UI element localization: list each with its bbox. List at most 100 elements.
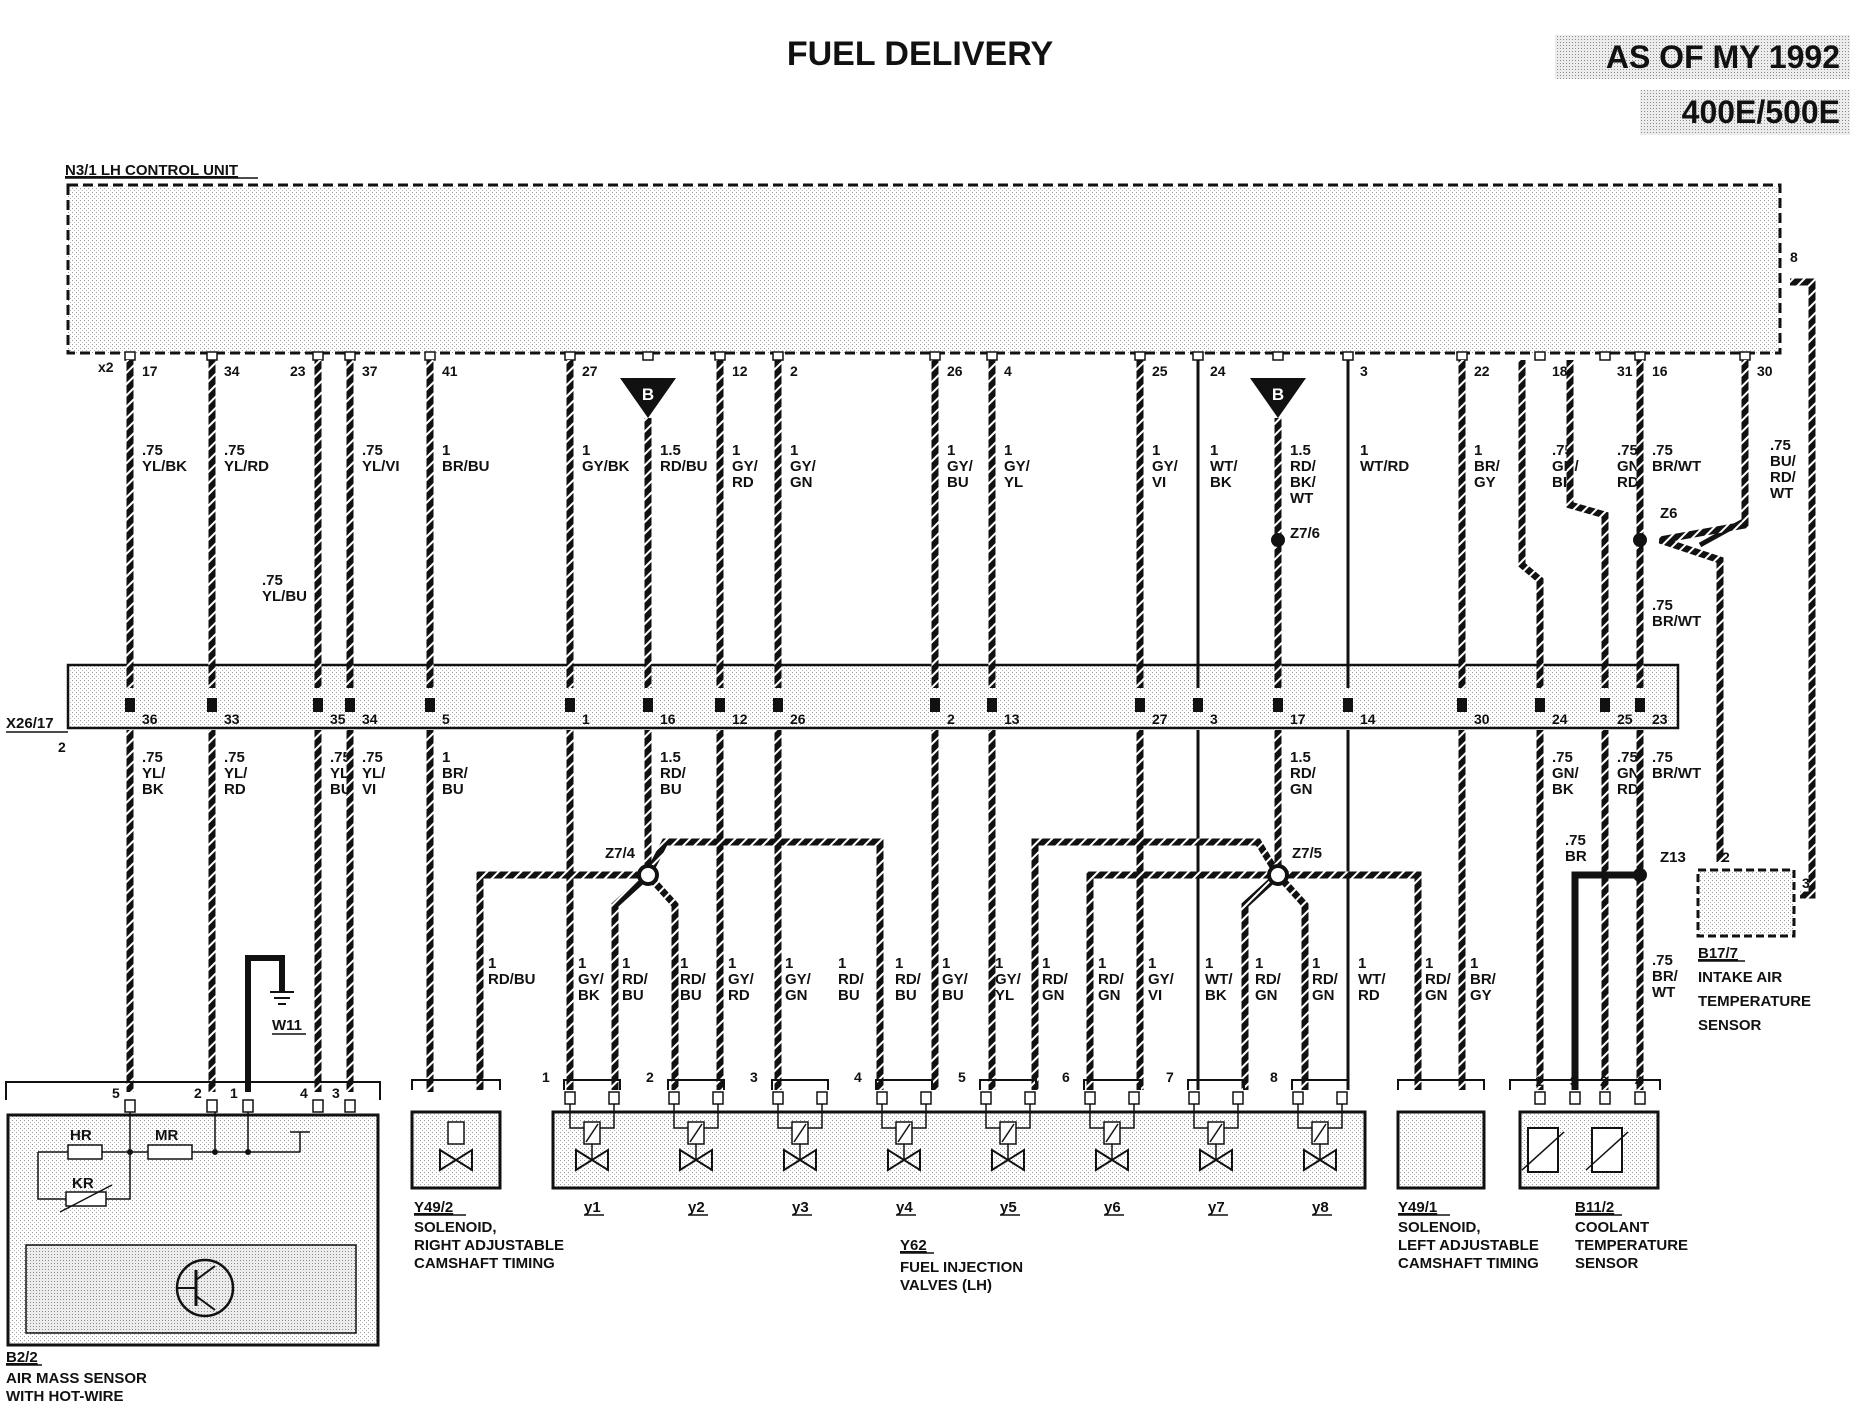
x26-pin: 25 <box>1617 711 1633 727</box>
b2-2-pin-num: 4 <box>300 1085 308 1101</box>
component-b17-7: 2 3 B17/7 INTAKE AIR TEMPERATURE SENSOR <box>1696 849 1811 1034</box>
x26-sub: 2 <box>58 739 66 755</box>
cu-pin: 2 <box>790 363 798 379</box>
x26-pin: 13 <box>1004 711 1020 727</box>
splice-z6: Z6 <box>1633 505 1678 547</box>
b11-2-desc3: SENSOR <box>1575 1255 1639 1272</box>
wire-branch <box>1275 872 1309 1090</box>
y49-1-code: Y49/1 <box>1398 1199 1437 1216</box>
b2-2-desc1: AIR MASS SENSOR <box>6 1370 147 1387</box>
model-text: 400E/500E <box>1682 94 1840 130</box>
ref-b-triangle-left: B <box>620 378 676 418</box>
y49-2-desc1: SOLENOID, <box>414 1219 497 1236</box>
b2-2-code: B2/2 <box>6 1349 38 1366</box>
x26-pin: 17 <box>1290 711 1306 727</box>
y49-2-valve <box>439 1121 473 1172</box>
wire-br <box>1571 871 1640 1090</box>
injector-group-num: 8 <box>1270 1069 1278 1085</box>
svg-text:B: B <box>642 385 654 404</box>
wire-branch <box>1086 871 1278 1090</box>
hr-label: HR <box>70 1127 92 1144</box>
svg-text:Z7/6: Z7/6 <box>1290 525 1320 542</box>
injector-y1: y11 <box>542 1069 621 1216</box>
ref-b-triangle-right: B <box>1250 378 1306 418</box>
injector-group-num: 3 <box>750 1069 758 1085</box>
splice-z13: Z13 <box>1633 849 1686 882</box>
control-unit-label: N3/1 LH CONTROL UNIT <box>65 162 238 179</box>
injector-y2: y22 <box>646 1069 725 1216</box>
injector-label: y8 <box>1312 1199 1329 1216</box>
b2-2-pin-num: 2 <box>194 1085 202 1101</box>
model-year-box: AS OF MY 1992 400E/500E <box>1555 35 1850 135</box>
x26-pin: 35 <box>330 711 346 727</box>
b2-2-pin-num: 3 <box>332 1085 340 1101</box>
b11-2-pin <box>1534 1091 1546 1105</box>
x26-pin: 23 <box>1652 711 1668 727</box>
injector-y5: y55 <box>958 1069 1037 1216</box>
b11-2-pin <box>1634 1091 1646 1105</box>
x26-pin: 3 <box>1210 711 1218 727</box>
ground-w11: W11 <box>245 955 306 1092</box>
x26-pin: 27 <box>1152 711 1168 727</box>
y49-2-code: Y49/2 <box>414 1199 453 1216</box>
wire-branch <box>1241 872 1281 1090</box>
component-b2-2: HR MR KR B2/2 AIR MASS SENSOR WITH HOT-W… <box>5 1081 381 1405</box>
b11-2-pin <box>1569 1091 1581 1105</box>
injector-y7: y77 <box>1166 1069 1245 1216</box>
b2-2-pin <box>344 1099 356 1113</box>
b11-2-pin <box>1599 1091 1611 1105</box>
cu-pin: 41 <box>442 363 458 379</box>
x26-pin: 36 <box>142 711 158 727</box>
b17-7-pin-2: 2 <box>1722 849 1730 865</box>
splice-z7-5: Z7/5 <box>1267 845 1322 886</box>
injector-y4: y4 4 <box>854 1069 933 1216</box>
x26-pin: 1 <box>582 711 590 727</box>
splice-z7-4: Z7/4 <box>605 845 659 886</box>
b2-2-desc2: WITH HOT-WIRE <box>6 1388 123 1405</box>
injector-label: y4 <box>896 1199 913 1216</box>
injector-group-num: 4 <box>854 1069 862 1085</box>
x26-pin: 12 <box>732 711 748 727</box>
b2-2-pin <box>312 1099 324 1113</box>
b11-2-code: B11/2 <box>1575 1199 1614 1216</box>
injector-group-num: 5 <box>958 1069 966 1085</box>
